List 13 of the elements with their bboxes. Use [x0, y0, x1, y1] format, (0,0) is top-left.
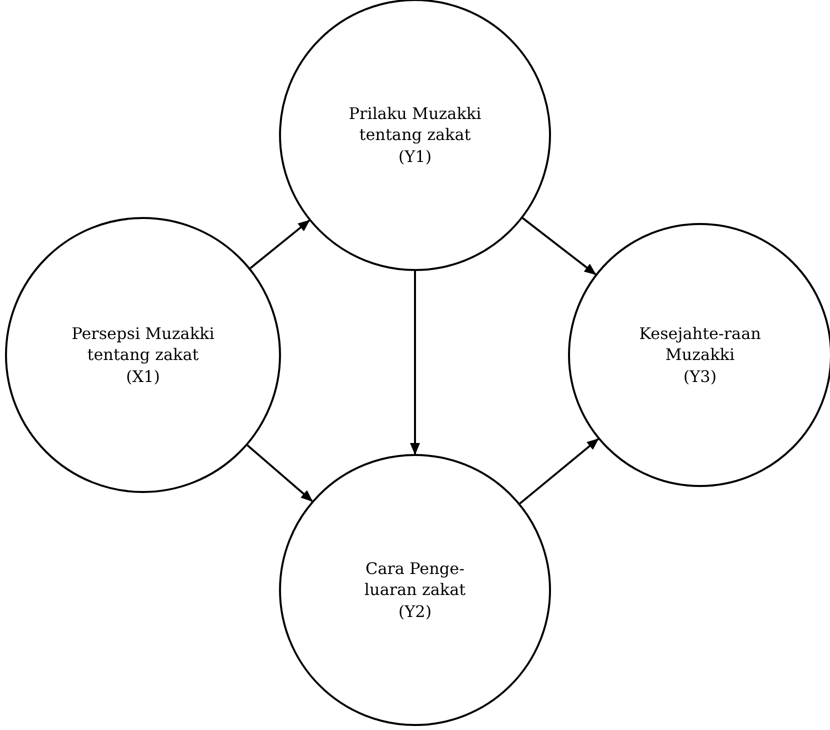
variable-code: (Y2) [398, 600, 432, 622]
variable-code: (Y1) [398, 146, 432, 168]
arrow [522, 217, 596, 276]
construct-label: Prilaku Muzakki tentang zakat [348, 102, 482, 146]
arrow [410, 271, 420, 455]
construct-label: Persepsi Muzakki tentang zakat [70, 322, 216, 366]
arrow [519, 438, 599, 504]
arrow [250, 220, 310, 269]
construct-label: Kesejahte-raan Muzakki [638, 322, 762, 366]
arrow [246, 444, 313, 502]
construct-label: Cara Penge- luaran zakat [363, 558, 467, 601]
variable-code: (Y3) [683, 366, 717, 388]
variable-code: (X1) [126, 366, 160, 388]
